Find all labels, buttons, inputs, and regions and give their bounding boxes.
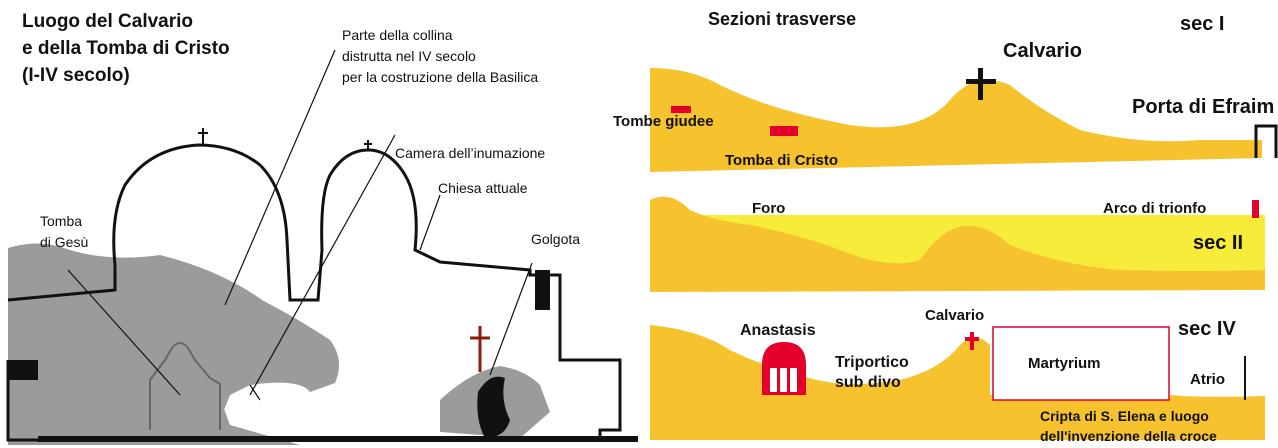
label-tomba-2: di Gesù bbox=[40, 234, 89, 250]
left-title-line-2: e della Tomba di Cristo bbox=[22, 38, 230, 59]
sec1-christ-tomb bbox=[770, 126, 798, 136]
sec4-cross bbox=[965, 332, 979, 350]
left-title-line-1: Luogo del Calvario bbox=[22, 11, 194, 32]
sec1-cross bbox=[966, 68, 996, 100]
anastasis-building bbox=[762, 342, 806, 395]
sec4-calvario: Calvario bbox=[925, 307, 985, 324]
label-camera: Camera dell’inumazione bbox=[395, 145, 546, 161]
sec1-label: sec I bbox=[1180, 13, 1225, 35]
label-chiesa: Chiesa attuale bbox=[438, 180, 528, 196]
label-parte-3: per la costruzione della Basilica bbox=[342, 69, 539, 85]
gray-ground bbox=[8, 398, 300, 445]
sec4-lower-ground bbox=[650, 395, 1265, 440]
porta-outline bbox=[1254, 124, 1278, 158]
church-wall-left bbox=[8, 360, 38, 380]
sec4-triportico-1: Triportico bbox=[835, 354, 909, 371]
sec4-triportico-2: sub divo bbox=[835, 374, 901, 391]
aedicule-outline bbox=[149, 342, 221, 430]
sec4-atrio: Atrio bbox=[1190, 371, 1225, 388]
sec4-cripta-2: dell'invenzione della croce bbox=[1040, 428, 1217, 444]
sec4-cripta-1: Cripta di S. Elena e luogo bbox=[1040, 408, 1209, 424]
martyrium-box bbox=[992, 326, 1170, 401]
sec1-jewish-tomb bbox=[671, 106, 691, 113]
sec1-tombe-giudee: Tombe giudee bbox=[613, 113, 714, 130]
right-title: Sezioni trasverse bbox=[708, 9, 857, 29]
church-wall-right bbox=[535, 270, 550, 310]
sec4-martyrium: Martyrium bbox=[1028, 355, 1101, 372]
church-base bbox=[38, 436, 638, 442]
sec1-tomba-cristo: Tomba di Cristo bbox=[725, 152, 839, 169]
left-section-diagram bbox=[6, 49, 638, 445]
sec1-calvario: Calvario bbox=[1003, 40, 1082, 62]
label-parte-1: Parte della collina bbox=[342, 27, 453, 43]
sec2-hill bbox=[650, 196, 1265, 292]
sec2-foro: Foro bbox=[752, 200, 786, 217]
sec4-label: sec IV bbox=[1178, 318, 1236, 340]
golgota-black-rock bbox=[477, 376, 510, 438]
label-tomba-1: Tomba bbox=[40, 213, 83, 229]
sec2-arco: Arco di trionfo bbox=[1103, 200, 1207, 217]
sec1-hill bbox=[650, 68, 1262, 172]
arco-marker bbox=[1252, 200, 1259, 218]
church-outline bbox=[6, 143, 622, 442]
left-title-line-3: (I-IV secolo) bbox=[22, 65, 130, 86]
sec2-label: sec II bbox=[1193, 232, 1244, 254]
label-golgota: Golgota bbox=[531, 231, 581, 247]
burial-chamber-blob bbox=[230, 397, 360, 427]
sec4-anastasis: Anastasis bbox=[740, 322, 816, 339]
label-parte-2: distrutta nel IV secolo bbox=[342, 48, 476, 64]
destroyed-hill-area bbox=[8, 243, 339, 445]
sec1-porta: Porta di Efraim bbox=[1132, 96, 1275, 118]
